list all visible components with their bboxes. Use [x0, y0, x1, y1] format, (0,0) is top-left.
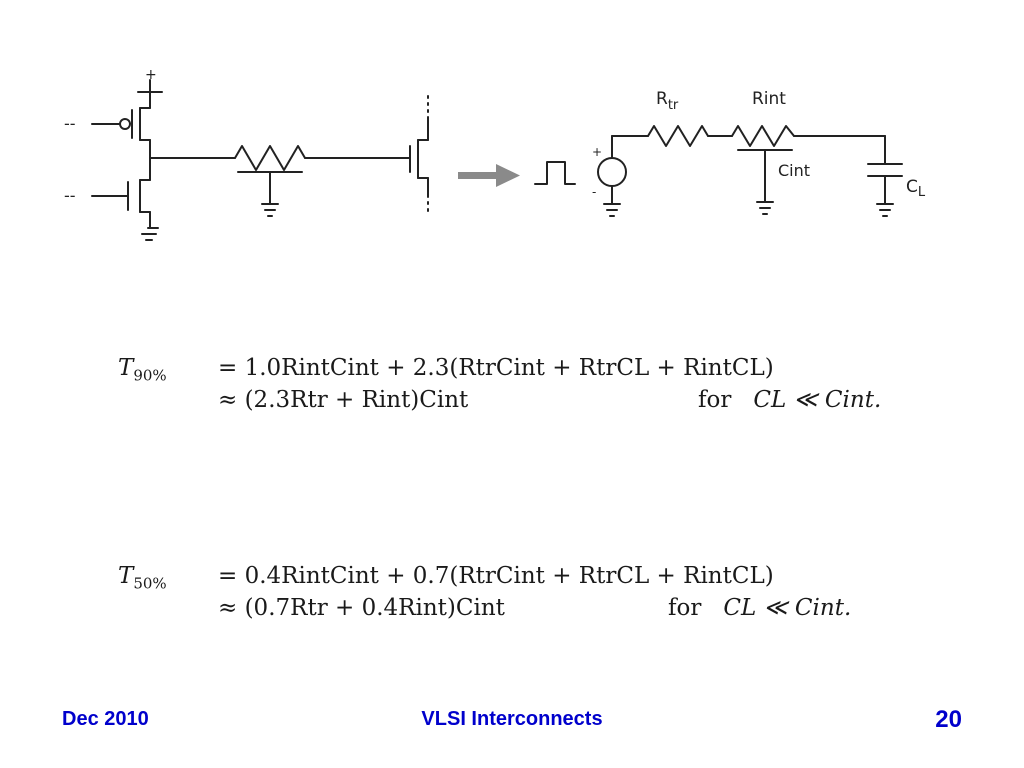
interconnect-resistor	[234, 145, 306, 171]
cl-label: CL	[906, 177, 926, 200]
step-input-pulse	[534, 161, 576, 185]
t90-lhs: T90%	[118, 355, 167, 385]
transform-arrow	[458, 164, 520, 187]
input-dashes-top: --	[64, 114, 76, 133]
resistor-rint	[731, 125, 795, 147]
t50-lhs: T50%	[118, 563, 167, 593]
source-minus-label: -	[592, 185, 596, 199]
t50-line2: ≈ (0.7Rtr + 0.4Rint)Cint	[218, 595, 505, 621]
source-plus-label: +	[592, 145, 602, 159]
resistor-rtr	[647, 125, 709, 147]
supply-plus-label: +	[145, 67, 157, 83]
t90-line1: = 1.0RintCint + 2.3(RtrCint + RtrCL + Ri…	[218, 355, 774, 381]
voltage-source	[597, 135, 627, 217]
t90-line2: ≈ (2.3Rtr + Rint)Cint	[218, 387, 469, 413]
input-dashes-bottom: --	[64, 186, 76, 205]
t50-line1: = 0.4RintCint + 0.7(RtrCint + RtrCL + Ri…	[218, 563, 774, 589]
footer-date: Dec 2010	[62, 708, 149, 730]
pmos-transistor	[91, 79, 163, 159]
nmos-transistor	[91, 157, 159, 241]
footer-title: VLSI Interconnects	[421, 708, 603, 730]
rtr-label: Rtr	[656, 89, 679, 113]
cint-label: Cint	[778, 161, 810, 180]
page-number: 20	[935, 706, 962, 733]
circuit-diagram: + -- -- + - Rtr Rint Cint CL	[64, 67, 926, 241]
receiver-transistor	[409, 117, 429, 196]
rint-label: Rint	[752, 89, 786, 109]
